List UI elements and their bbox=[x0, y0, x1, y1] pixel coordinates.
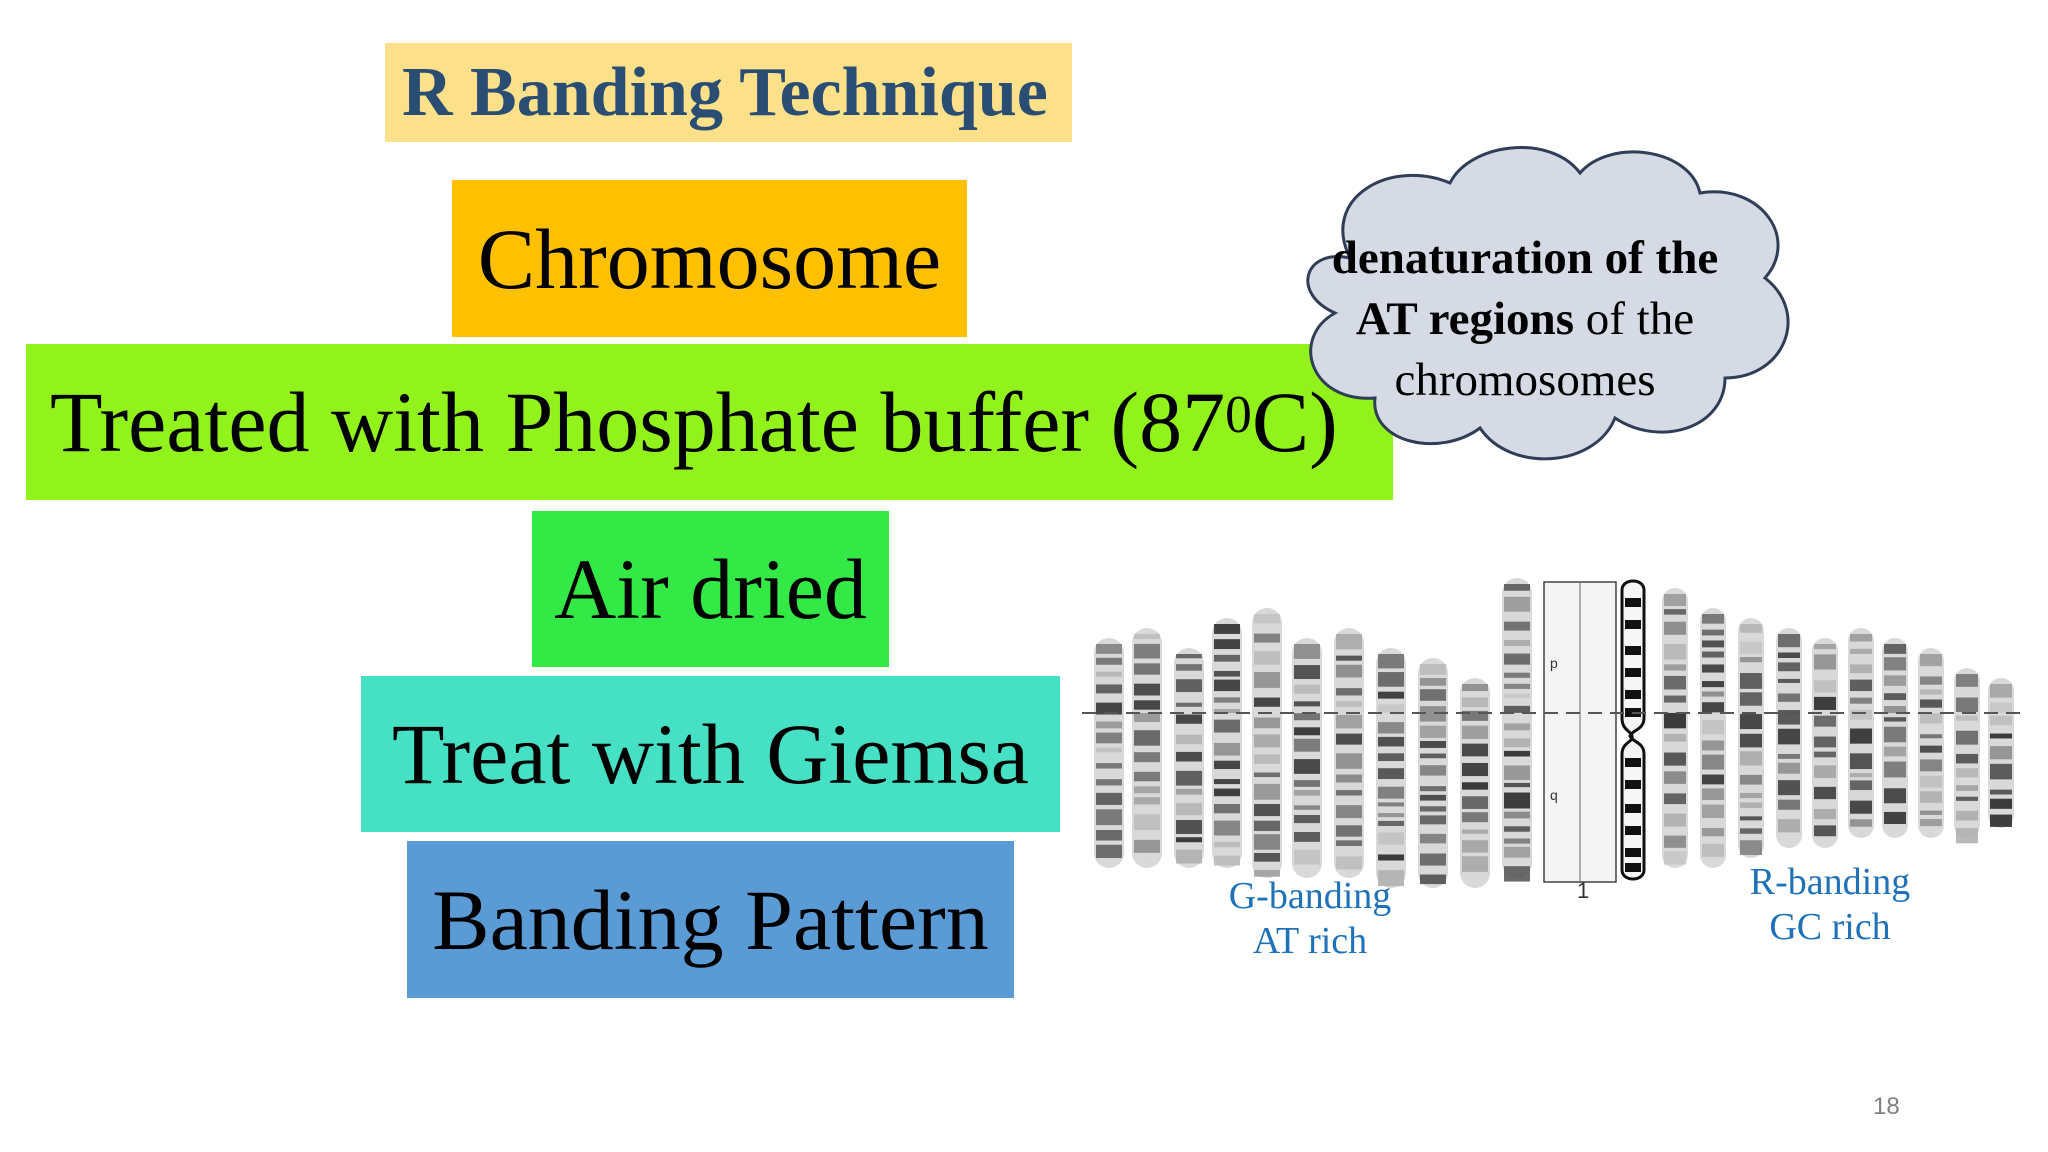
ideogram-band-10 bbox=[1625, 826, 1641, 835]
ideogram-band-4 bbox=[1625, 668, 1641, 677]
banded-chromosomes bbox=[1094, 578, 2014, 888]
chromosome-r-9 bbox=[1954, 668, 1980, 844]
chromosome-g-9 bbox=[1418, 658, 1448, 888]
r-banding-line-2: GC rich bbox=[1769, 906, 1891, 948]
chromosome-banding-figure: p q bbox=[1082, 578, 2022, 888]
ideogram-q-label: q bbox=[1550, 787, 1558, 803]
chromosome-g-7 bbox=[1334, 628, 1364, 878]
chromosome-g-3 bbox=[1174, 648, 1204, 868]
callout-line-1: denaturation of the bbox=[1331, 232, 1719, 284]
ideogram-band-8 bbox=[1625, 780, 1641, 789]
ideogram-p-label: p bbox=[1550, 655, 1558, 671]
chromosome-g-2 bbox=[1132, 628, 1162, 868]
chromosome-r-2 bbox=[1700, 608, 1726, 868]
page-number: 18 bbox=[1873, 1093, 1900, 1120]
chromosome-r-3 bbox=[1738, 618, 1764, 858]
step-banding-pattern: Banding Pattern bbox=[407, 841, 1014, 998]
step-phosphate-buffer-end: C) bbox=[1251, 374, 1338, 470]
chromosome-r-1 bbox=[1662, 588, 1688, 868]
callout-line-2-rest: of the bbox=[1574, 293, 1695, 345]
chromosome-g-10 bbox=[1460, 678, 1490, 888]
chromosome-number-label: 1 bbox=[1577, 878, 1590, 903]
chromosome-g-11 bbox=[1502, 578, 1532, 882]
chromosome-r-10 bbox=[1988, 678, 2014, 828]
chromosome-g-5 bbox=[1252, 608, 1282, 878]
ideogram-band-12 bbox=[1625, 863, 1641, 872]
chromosome-r-5 bbox=[1812, 638, 1838, 848]
g-banding-line-2: AT rich bbox=[1252, 920, 1368, 962]
step-chromosome: Chromosome bbox=[452, 180, 967, 337]
r-banding-line-1: R-banding bbox=[1749, 861, 1911, 903]
ideogram-band-11 bbox=[1625, 848, 1641, 857]
ideogram-band-1 bbox=[1625, 598, 1641, 607]
chromosome-r-7 bbox=[1882, 638, 1908, 838]
cloud-callout-shape bbox=[1306, 146, 1790, 461]
slide-title: R Banding Technique bbox=[385, 43, 1072, 142]
ideogram-band-9 bbox=[1625, 804, 1641, 813]
ideogram-band-5 bbox=[1625, 690, 1641, 699]
ideogram-band-2 bbox=[1625, 620, 1641, 629]
step-giemsa: Treat with Giemsa bbox=[361, 676, 1060, 832]
r-banding-label: R-banding GC rich bbox=[1730, 860, 1930, 950]
step-air-dried: Air dried bbox=[532, 511, 889, 667]
ideogram-band-7 bbox=[1625, 758, 1641, 767]
callout-line-2-bold: AT regions bbox=[1355, 293, 1574, 345]
chromosome-r-8 bbox=[1918, 648, 1944, 838]
g-banding-label: G-banding AT rich bbox=[1210, 874, 1410, 964]
chromosome-r-6 bbox=[1848, 628, 1874, 838]
chromosome-g-6 bbox=[1292, 638, 1322, 878]
chromosome-ideogram: p q bbox=[1543, 579, 1646, 883]
chromosome-g-4 bbox=[1212, 618, 1242, 868]
callout-line-3: chromosomes bbox=[1394, 354, 1656, 406]
g-banding-line-1: G-banding bbox=[1228, 875, 1392, 917]
ideogram-band-3 bbox=[1625, 646, 1641, 655]
chromosome-r-4 bbox=[1776, 628, 1802, 848]
step-phosphate-buffer-text: Treated with Phosphate buffer (87 bbox=[50, 374, 1226, 470]
chromosome-g-1 bbox=[1094, 638, 1124, 868]
chromosome-g-8 bbox=[1376, 648, 1406, 888]
cloud-callout-text: denaturation of the AT regions of the ch… bbox=[1290, 228, 1760, 411]
